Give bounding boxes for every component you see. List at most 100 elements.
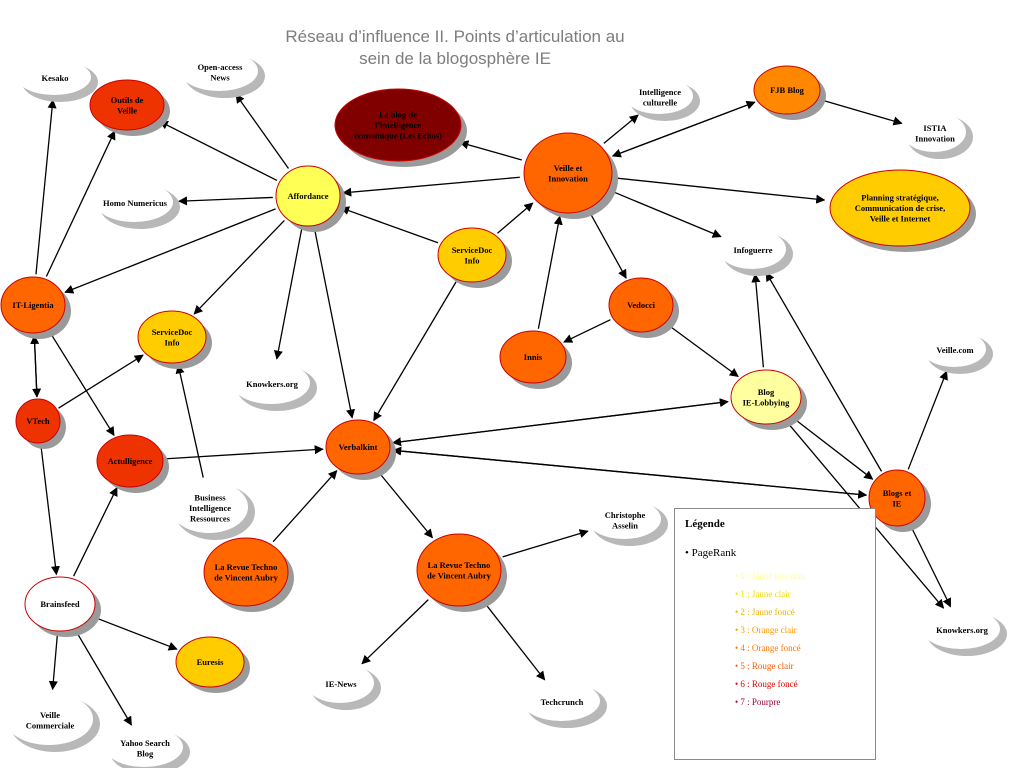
node-ellipse bbox=[137, 310, 207, 364]
node-ellipse bbox=[96, 434, 164, 488]
node-itligentia: IT-Ligentia bbox=[0, 276, 71, 339]
edge-vtech-to-brainsfeed bbox=[40, 444, 60, 576]
node-infoguerre: Infoguerre bbox=[718, 229, 793, 276]
node-ellipse bbox=[416, 533, 502, 607]
edge-brainsfeed-to-veille_comm bbox=[48, 633, 59, 691]
cloud-body bbox=[587, 499, 661, 539]
node-label: Veille.com bbox=[936, 345, 973, 355]
node-euresis: Euresis bbox=[175, 636, 250, 693]
legend-title: Légende bbox=[685, 518, 725, 530]
node-label: Brainsfeed bbox=[40, 599, 79, 609]
node-knowkers2: Knowkers.org bbox=[922, 609, 1007, 656]
node-label: Vedocci bbox=[627, 300, 656, 310]
edge-brainsfeed-to-actulligence bbox=[73, 486, 118, 577]
edge-affordance-to-servicedoc_l bbox=[193, 220, 285, 315]
edge-blogs_ie-to-knowkers2 bbox=[910, 525, 952, 608]
node-ellipse bbox=[89, 79, 165, 131]
edge-brainsfeed-to-euresis bbox=[94, 616, 178, 651]
edge-verbalkint-to-blogs_ie bbox=[392, 449, 868, 499]
node-ellipse bbox=[499, 330, 567, 384]
legend-items: • 0 : Jaune très clair• 1 : Jaune clair•… bbox=[735, 567, 806, 711]
node-ellipse bbox=[275, 165, 341, 227]
edge-revue_c-to-christophe bbox=[502, 529, 589, 558]
edge-affordance-to-itligentia bbox=[64, 208, 276, 294]
legend-item: • 3 : Orange clair bbox=[735, 625, 797, 635]
node-planning: Planning stratégique,Communication de cr… bbox=[829, 169, 976, 252]
edge-brainsfeed-to-yahoo bbox=[75, 630, 132, 726]
node-ellipse bbox=[0, 276, 66, 334]
cloud-body bbox=[17, 59, 91, 95]
node-veillecom: Veille.com bbox=[922, 331, 993, 374]
edge-blogie_lobby-to-infoguerre bbox=[751, 273, 765, 368]
node-ellipse bbox=[334, 88, 462, 162]
edge-servicedoc_c-to-verbalkint bbox=[373, 281, 457, 422]
node-ellipse bbox=[24, 576, 96, 632]
edge-vedocci-to-innis bbox=[563, 319, 611, 343]
edge-actulligence-to-verbalkint bbox=[166, 445, 324, 460]
node-ellipse bbox=[15, 398, 61, 444]
node-ellipse bbox=[868, 469, 926, 527]
legend-subtitle: • PageRank bbox=[685, 547, 737, 559]
node-brainsfeed: Brainsfeed bbox=[24, 576, 101, 637]
cloud-body bbox=[625, 78, 693, 114]
cloud-body bbox=[5, 693, 93, 745]
cloud-body bbox=[522, 681, 600, 721]
node-ellipse bbox=[203, 537, 289, 607]
cloud-body bbox=[170, 481, 248, 533]
node-ellipse bbox=[325, 419, 391, 475]
node-label: Planning stratégique,Communication de cr… bbox=[855, 193, 945, 224]
edge-bir-to-servicedoc_l bbox=[175, 364, 204, 478]
node-label: Affordance bbox=[287, 191, 328, 201]
node-actulligence: Actulligence bbox=[96, 434, 169, 493]
node-label: IT-Ligentia bbox=[12, 300, 54, 310]
node-ienews: IE-News bbox=[306, 663, 381, 710]
node-label: Knowkers.org bbox=[936, 625, 988, 635]
node-label: Actulligence bbox=[108, 456, 153, 466]
edge-fjb-to-istia bbox=[820, 99, 903, 126]
node-ellipse bbox=[730, 369, 802, 425]
node-techcrunch: Techcrunch bbox=[522, 681, 607, 728]
node-label: FJB Blog bbox=[770, 85, 805, 95]
node-ellipse bbox=[829, 169, 971, 247]
legend-item: • 2 : Jaune foncé bbox=[735, 607, 795, 617]
node-label: Kesako bbox=[42, 73, 69, 83]
node-label: Techcrunch bbox=[541, 697, 584, 707]
node-vtech: VTech bbox=[15, 398, 66, 449]
node-fjb: FJB Blog bbox=[753, 65, 826, 120]
edge-blogs_ie-to-veillecom bbox=[907, 370, 948, 470]
edge-servicedoc_c-to-affordance bbox=[340, 206, 439, 244]
edge-affordance-to-verbalkint bbox=[313, 228, 356, 419]
cloud-body bbox=[922, 331, 986, 367]
cloud-body bbox=[902, 112, 966, 152]
edge-itligentia-to-actulligence bbox=[49, 331, 115, 437]
edge-veille_innov-to-blogie_echos bbox=[459, 140, 522, 161]
edge-affordance-to-outils bbox=[158, 120, 278, 181]
legend-box: Légende • PageRank • 0 : Jaune très clai… bbox=[674, 508, 876, 760]
edges-layer bbox=[30, 93, 952, 726]
edge-vtech-to-itligentia bbox=[30, 334, 40, 397]
cloud-body bbox=[232, 362, 310, 404]
node-label: Verbalkint bbox=[339, 442, 378, 452]
edge-revue_c-to-ienews bbox=[361, 599, 429, 665]
edge-veille_innov-to-infoguerre bbox=[611, 190, 722, 238]
node-label: Euresis bbox=[197, 657, 224, 667]
node-label: Knowkers.org bbox=[246, 379, 298, 389]
